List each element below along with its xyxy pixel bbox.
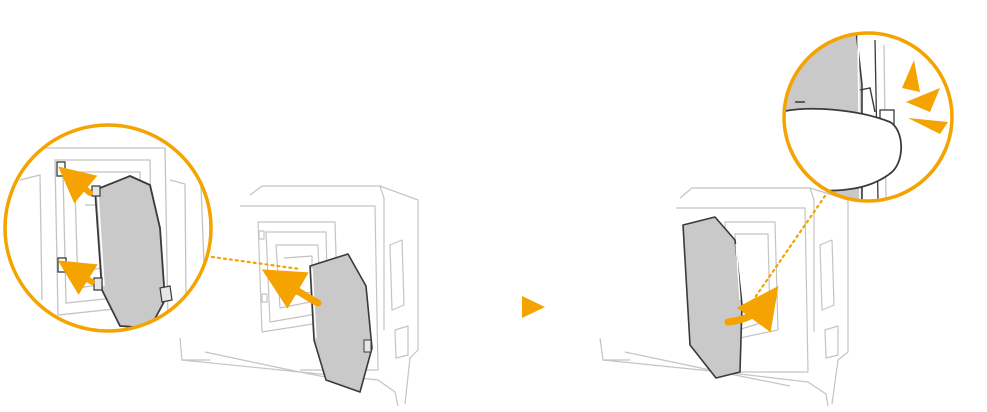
zoom-callout-step1 [5,125,211,331]
finger-press [780,109,901,191]
next-step-triangle-icon [522,296,545,318]
printer-body-step1 [180,186,418,406]
zoom-callout-step2 [780,30,952,201]
side-cover-panel-step2 [683,217,742,378]
